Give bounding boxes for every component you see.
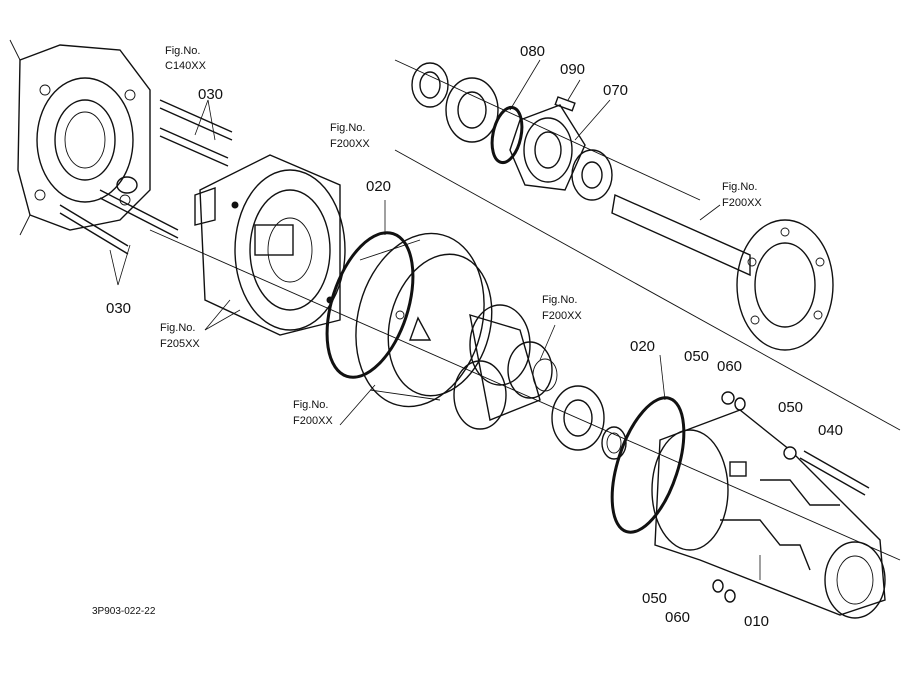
part-number-090: 090 (560, 61, 585, 78)
fig-ref-c140-line2: C140XX (165, 60, 207, 72)
fig-ref-f205-line2: F205XX (160, 338, 200, 350)
fig-ref-f200-top-line1: Fig.No. (330, 122, 365, 134)
o-ring-left (325, 231, 415, 379)
stud-bolts (59, 99, 233, 255)
planet-gear-assembly (453, 304, 558, 430)
part-number-030-top: 030 (198, 86, 223, 103)
part-number-060-top: 060 (717, 358, 742, 375)
fasteners (712, 391, 870, 603)
fig-ref-f200-left-line1: Fig.No. (293, 399, 328, 411)
transmission-case (9, 39, 151, 236)
part-number-070: 070 (603, 82, 628, 99)
fig-ref-f200-mid-line2: F200XX (542, 310, 582, 322)
drawing-code: 3P903-022-22 (92, 606, 156, 617)
part-number-050-right: 050 (778, 399, 803, 416)
fig-ref-f200-mid: Fig.No. F200XX (542, 294, 582, 322)
leader-lines (109, 59, 761, 580)
fig-ref-f205-line1: Fig.No. (160, 322, 195, 334)
part-number-080: 080 (520, 43, 545, 60)
fig-ref-f200-right-line1: Fig.No. (722, 181, 757, 193)
fig-ref-f200-top: Fig.No. F200XX (330, 122, 370, 150)
center-bearing (551, 385, 627, 460)
fig-ref-c140-line1: Fig.No. (165, 45, 200, 57)
fig-ref-f200-top-line2: F200XX (330, 138, 370, 150)
fig-ref-f200-left: Fig.No. F200XX (293, 399, 333, 427)
part-number-020-right: 020 (630, 338, 655, 355)
part-number-060-bottom: 060 (665, 609, 690, 626)
part-number-010: 010 (744, 613, 769, 630)
fig-ref-f200-right-line2: F200XX (722, 197, 762, 209)
part-number-040: 040 (818, 422, 843, 439)
top-bearing-stack (411, 62, 613, 201)
axle-case (651, 409, 886, 619)
part-number-050-top: 050 (684, 348, 709, 365)
part-number-020-left: 020 (366, 178, 391, 195)
axle-shaft (611, 193, 834, 351)
carrier-housing (194, 154, 346, 336)
fig-ref-f205: Fig.No. F205XX (160, 322, 200, 350)
part-number-030-bottom: 030 (106, 300, 131, 317)
axis-lines (149, 59, 901, 561)
fig-ref-f200-right: Fig.No. F200XX (722, 181, 762, 209)
ring-gear-housing (355, 232, 493, 408)
part-number-050-bottom: 050 (642, 590, 667, 607)
fig-ref-c140: Fig.No. C140XX (165, 45, 207, 72)
fig-ref-f200-left-line2: F200XX (293, 415, 333, 427)
fig-ref-f200-mid-line1: Fig.No. (542, 294, 577, 306)
o-ring-right (610, 396, 686, 534)
